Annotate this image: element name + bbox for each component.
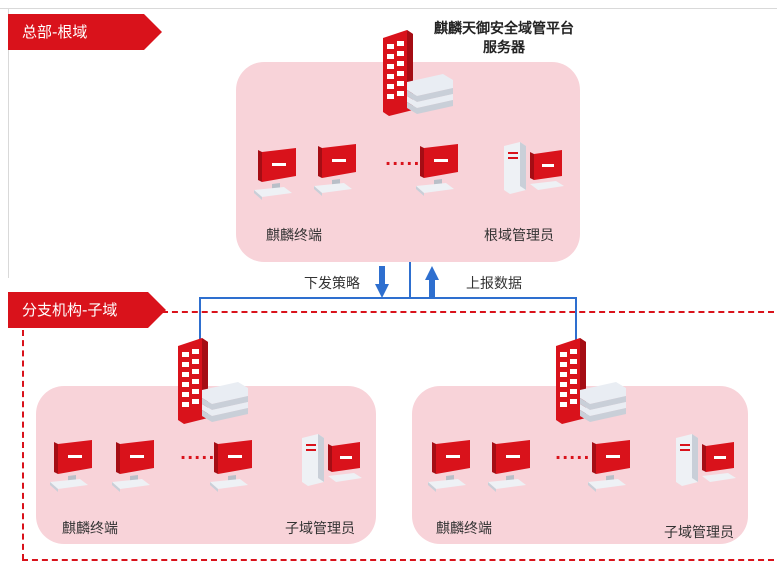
connector-horizontal [199, 297, 577, 299]
connector-left-drop [199, 297, 201, 343]
platform-title-line1: 麒麟天御安全域管平台 [434, 21, 574, 37]
terminal-ellipsis: ...... [180, 444, 223, 463]
branch-left-terminal-label: 麒麟终端 [62, 521, 118, 537]
connector-trunk [409, 262, 411, 298]
connector-right-drop [575, 297, 577, 343]
admin-workstation-icon [676, 434, 736, 486]
kylin-terminal-icon [416, 144, 458, 196]
branch-left-admin-label: 子域管理员 [285, 521, 355, 537]
terminal-ellipsis: ...... [385, 150, 428, 169]
report-data-label: 上报数据 [466, 276, 522, 292]
root-admin-label: 根域管理员 [484, 228, 554, 244]
branch-right-admin-label: 子域管理员 [664, 525, 734, 541]
kylin-terminal-icon [588, 440, 630, 492]
branch-boundary-top [162, 311, 774, 313]
arrow-down-icon [375, 266, 389, 298]
kylin-terminal-icon [112, 440, 154, 492]
branch-right-server-icon [556, 338, 626, 424]
branch-right-terminal-label: 麒麟终端 [436, 521, 492, 537]
kylin-terminal-icon [428, 440, 470, 492]
arrow-up-icon [425, 266, 439, 298]
admin-workstation-icon [504, 142, 564, 194]
kylin-terminal-icon [254, 148, 296, 200]
branch-left-server-icon [178, 338, 248, 424]
kylin-terminal-icon [210, 440, 252, 492]
branch-domain-banner: 分支机构-子域 [8, 292, 166, 328]
issue-policy-label: 下发策略 [304, 276, 360, 292]
admin-workstation-icon [302, 434, 362, 486]
kylin-terminal-icon [50, 440, 92, 492]
branch-boundary-bottom [22, 559, 774, 561]
root-domain-banner: 总部-根域 [8, 14, 162, 50]
root-server-icon [383, 30, 453, 116]
kylin-terminal-icon [314, 144, 356, 196]
frame-left-line [8, 8, 9, 278]
branch-boundary-left [22, 330, 24, 560]
kylin-terminal-icon [488, 440, 530, 492]
platform-title-line2: 服务器 [483, 40, 525, 56]
terminal-ellipsis: ...... [555, 444, 598, 463]
frame-top-line [0, 8, 777, 9]
platform-title: 麒麟天御安全域管平台 服务器 [418, 20, 590, 58]
root-terminal-label: 麒麟终端 [266, 228, 322, 244]
